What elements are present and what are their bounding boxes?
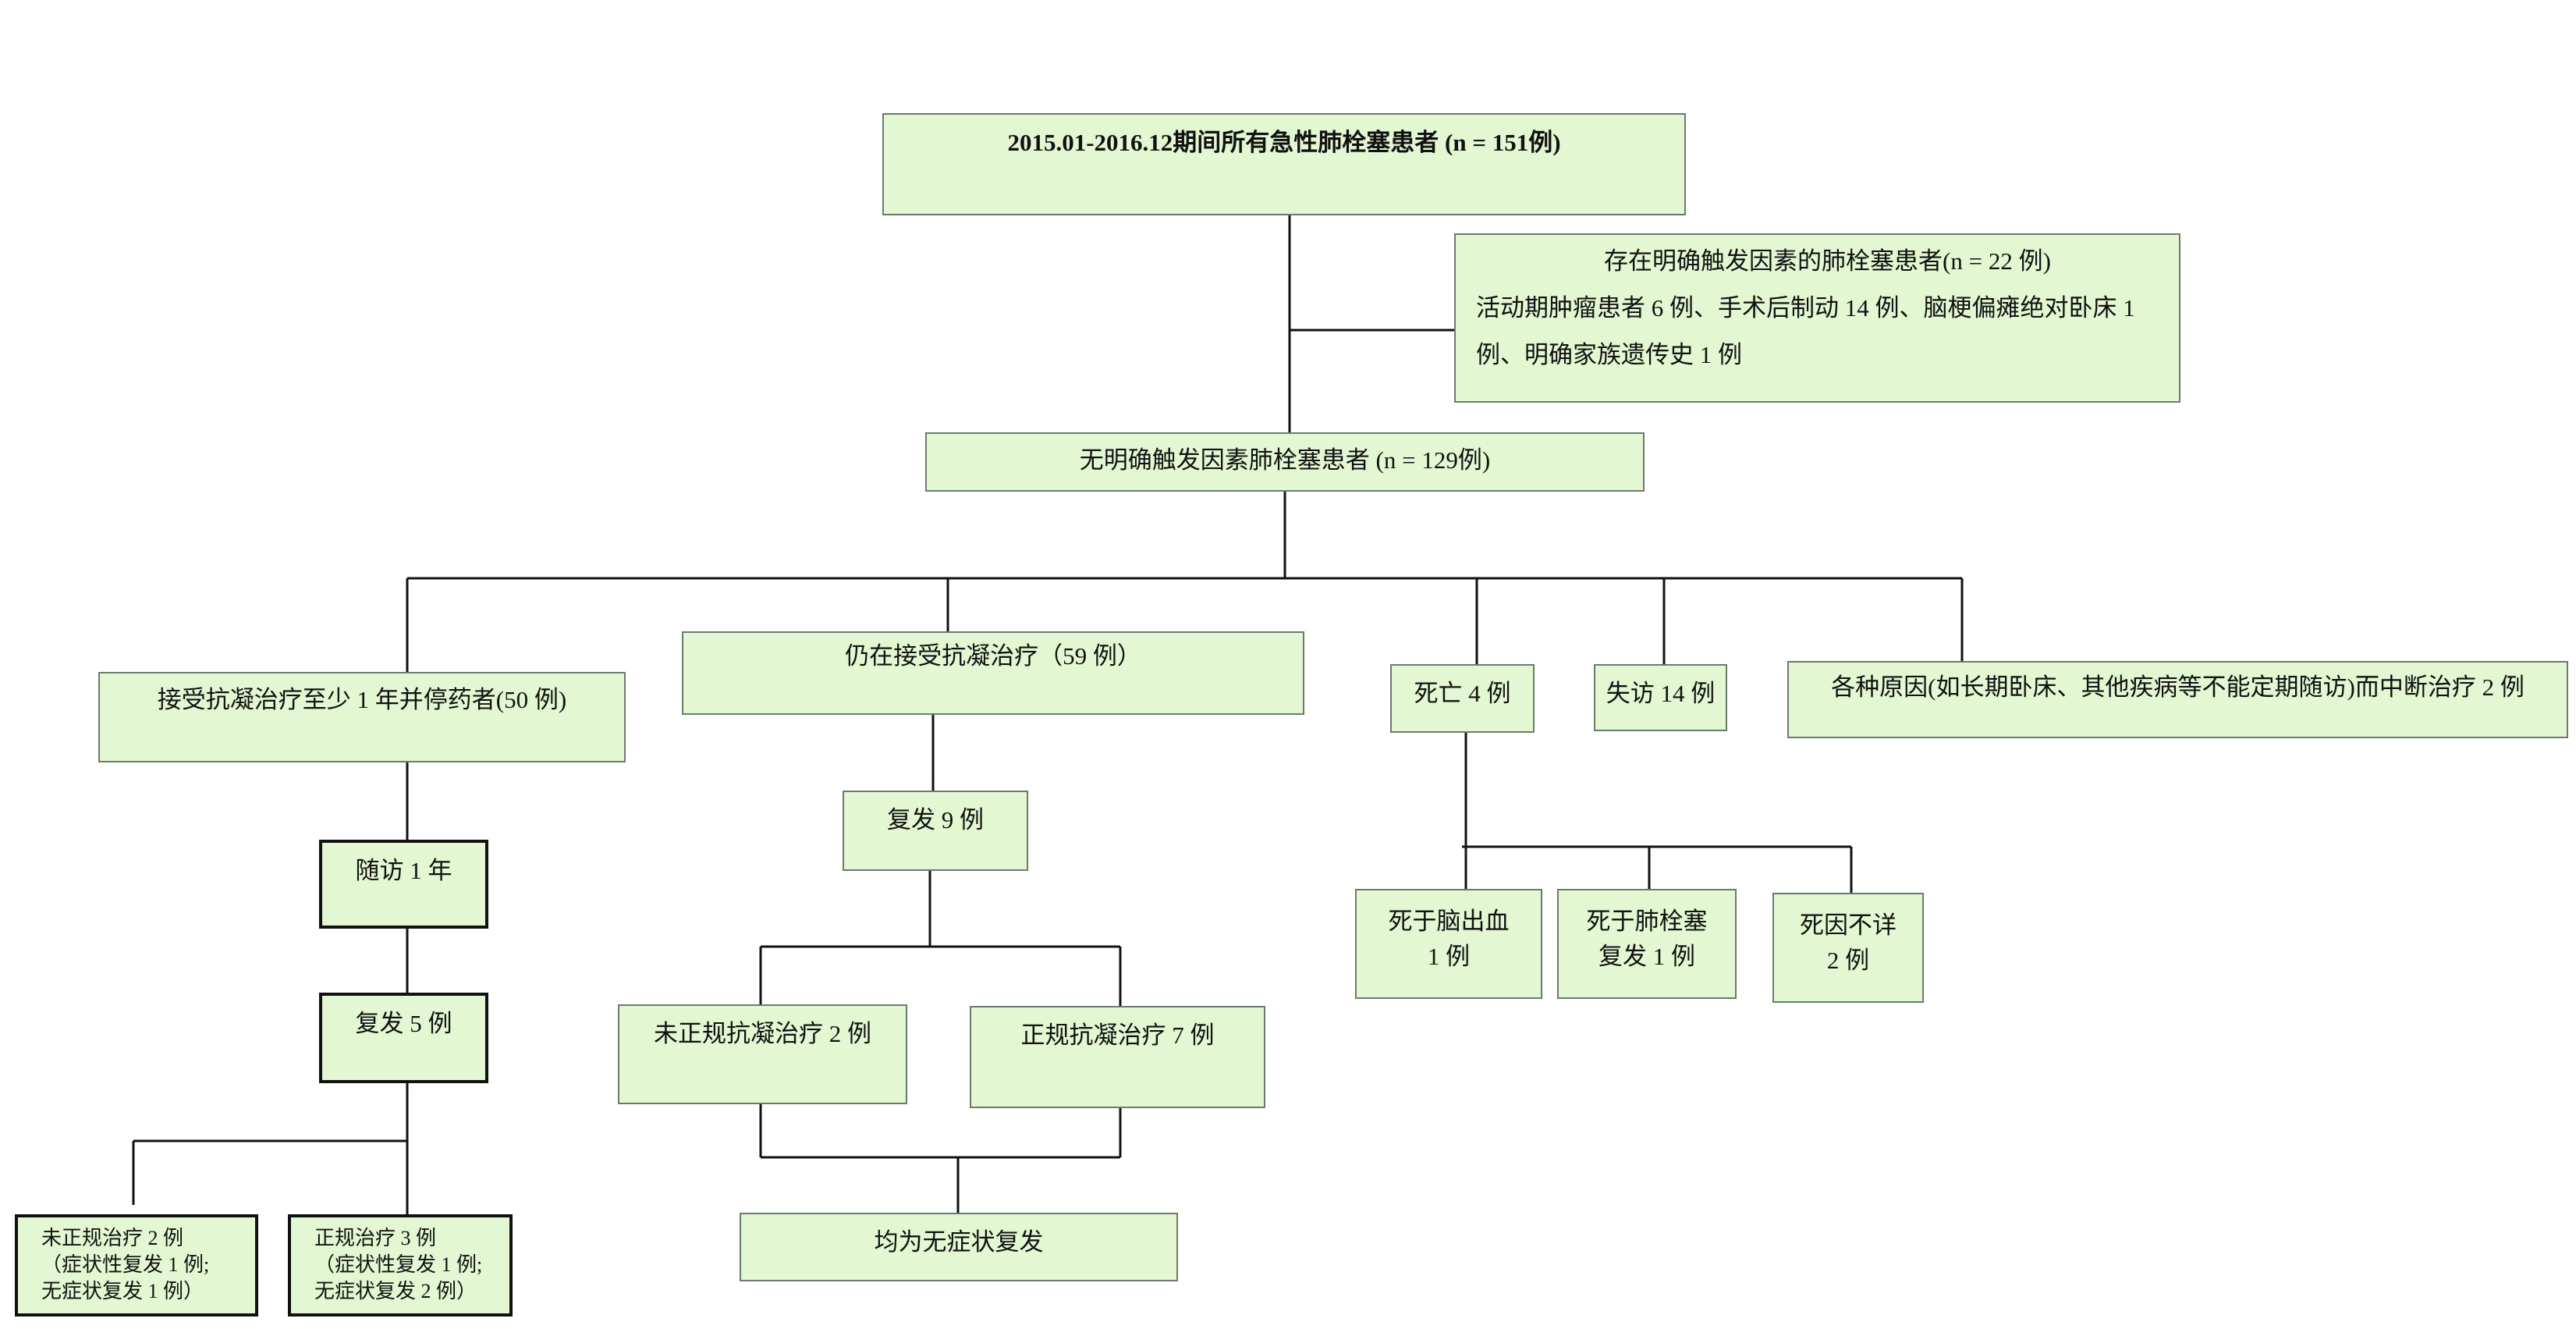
ongoing-recur-label: 复发 9 例	[887, 806, 984, 833]
stopped-regular-line: （症状性复发 1 例;	[314, 1253, 483, 1276]
untriggered-label: 无明确触发因素肺栓塞患者 (n = 129例)	[1079, 446, 1491, 474]
death-cause-label: 死因不详	[1800, 911, 1897, 939]
ongoing-regular-label: 正规抗凝治疗 7 例	[1020, 1022, 1215, 1049]
triggered-line1: 活动期肿瘤患者 6 例、手术后制动 14 例、脑梗偏瘫绝对卧床 1	[1476, 294, 2135, 322]
stopped-regular-line: 无症状复发 2 例）	[314, 1279, 477, 1302]
stopped-recur-box: 复发 5 例	[319, 993, 488, 1083]
triggered-line2: 例、明确家族遗传史 1 例	[1476, 341, 1742, 368]
lost-label: 失访 14 例	[1606, 680, 1716, 707]
all-patients-label: 2015.01-2016.12期间所有急性肺栓塞患者 (n = 151例)	[1007, 129, 1561, 156]
interrupted-box: 各种原因(如长期卧床、其他疾病等不能定期随访)而中断治疗 2 例	[1787, 661, 2568, 738]
untriggered-box: 无明确触发因素肺栓塞患者 (n = 129例)	[925, 432, 1645, 492]
ongoing-irregular-label: 未正规抗凝治疗 2 例	[654, 1020, 871, 1047]
asymptomatic-label: 均为无症状复发	[874, 1228, 1044, 1256]
death-box: 死亡 4 例	[1390, 664, 1535, 733]
stopped-irregular-line: （症状性复发 1 例;	[41, 1253, 210, 1276]
death-label: 死亡 4 例	[1414, 680, 1511, 707]
stopped-recur-label: 复发 5 例	[355, 1010, 452, 1037]
death-cause-box: 死因不详 2 例	[1772, 893, 1924, 1003]
death-cause-count: 复发 1 例	[1598, 942, 1695, 970]
lost-box: 失访 14 例	[1594, 664, 1727, 731]
death-cause-label: 死于脑出血	[1388, 908, 1510, 935]
ongoing-irregular-box: 未正规抗凝治疗 2 例	[618, 1004, 907, 1104]
triggered-box: 存在明确触发因素的肺栓塞患者(n = 22 例) 活动期肿瘤患者 6 例、手术后…	[1454, 233, 2180, 403]
stopped-box: 接受抗凝治疗至少 1 年并停药者(50 例)	[98, 672, 626, 762]
death-cause-count: 1 例	[1427, 942, 1471, 970]
stopped-irregular-box: 未正规治疗 2 例 （症状性复发 1 例; 无症状复发 1 例）	[15, 1214, 258, 1317]
stopped-irregular-line: 未正规治疗 2 例	[41, 1227, 184, 1249]
death-cause-label: 死于肺栓塞	[1586, 908, 1708, 935]
triggered-heading: 存在明确触发因素的肺栓塞患者(n = 22 例)	[1604, 247, 2051, 275]
ongoing-recur-box: 复发 9 例	[843, 791, 1028, 871]
all-patients-box: 2015.01-2016.12期间所有急性肺栓塞患者 (n = 151例)	[882, 113, 1686, 215]
followup-box: 随访 1 年	[319, 840, 488, 929]
stopped-label: 接受抗凝治疗至少 1 年并停药者(50 例)	[157, 686, 567, 713]
interrupted-label: 各种原因(如长期卧床、其他疾病等不能定期随访)而中断治疗 2 例	[1831, 673, 2525, 701]
stopped-irregular-line: 无症状复发 1 例）	[41, 1279, 204, 1302]
death-cause-box: 死于脑出血 1 例	[1355, 889, 1542, 999]
stopped-regular-box: 正规治疗 3 例 （症状性复发 1 例; 无症状复发 2 例）	[288, 1214, 513, 1317]
stopped-regular-line: 正规治疗 3 例	[314, 1227, 437, 1249]
ongoing-label: 仍在接受抗凝治疗（59 例）	[845, 642, 1141, 670]
ongoing-box: 仍在接受抗凝治疗（59 例）	[682, 631, 1304, 715]
death-cause-count: 2 例	[1826, 946, 1870, 974]
ongoing-regular-box: 正规抗凝治疗 7 例	[970, 1006, 1265, 1108]
followup-label: 随访 1 年	[355, 857, 452, 884]
asymptomatic-box: 均为无症状复发	[740, 1213, 1178, 1281]
death-cause-box: 死于肺栓塞 复发 1 例	[1557, 889, 1737, 999]
